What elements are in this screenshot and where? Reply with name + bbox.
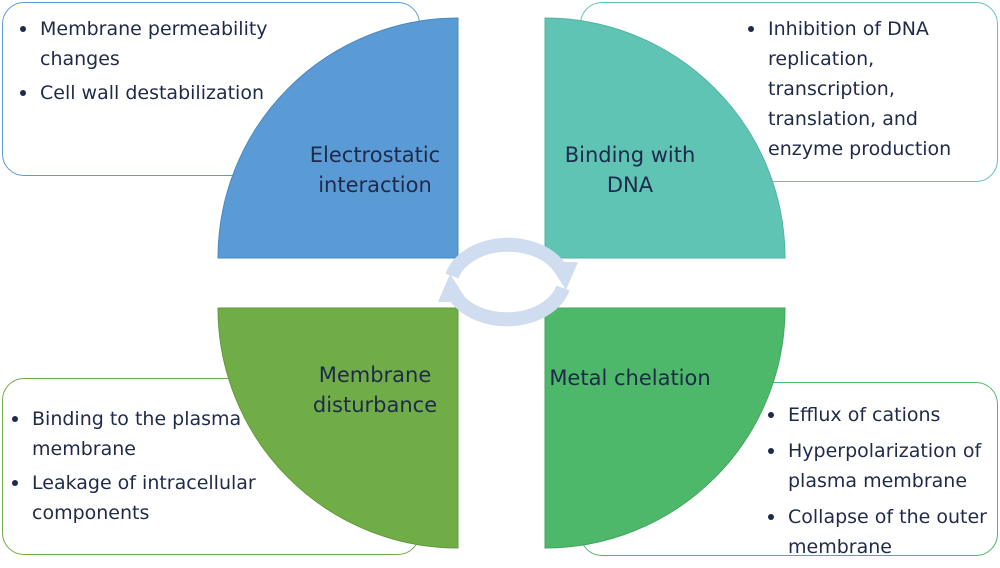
bullet-item: Leakage of intracellular components <box>12 468 262 528</box>
bullet-item: Hyperpolarization of plasma membrane <box>768 436 994 496</box>
bullet-list-metal-chelation: Efflux of cations Hyperpolarization of p… <box>768 400 994 568</box>
bullet-item: Efflux of cations <box>768 400 994 430</box>
bullet-list-membrane-disturbance: Binding to the plasma membrane Leakage o… <box>12 404 262 532</box>
bullet-item: Inhibition of DNA replication, transcrip… <box>748 14 998 164</box>
quadrant-title-electrostatic: Electrostatic interaction <box>309 143 441 197</box>
bullet-list-dna-binding: Inhibition of DNA replication, transcrip… <box>748 14 998 164</box>
quadrant-electrostatic <box>217 17 459 259</box>
quadrant-title-metal-chelation: Metal chelation <box>549 366 711 390</box>
bullet-list-electrostatic: Membrane permeability changes Cell wall … <box>20 14 300 112</box>
quadrant-dna-binding <box>544 17 786 259</box>
cycle-arrows-icon <box>438 237 578 327</box>
quadrant-title-dna-binding: Binding with DNA <box>564 143 696 197</box>
quadrant-metal-chelation <box>544 307 786 549</box>
quadrant-title-membrane-disturbance: Membrane disturbance <box>312 363 438 417</box>
bullet-item: Collapse of the outer membrane <box>768 502 994 562</box>
bullet-item: Membrane permeability changes <box>20 14 300 74</box>
quadrant-membrane-disturbance <box>217 307 459 549</box>
bullet-item: Cell wall destabilization <box>20 78 300 108</box>
bullet-item: Binding to the plasma membrane <box>12 404 262 464</box>
